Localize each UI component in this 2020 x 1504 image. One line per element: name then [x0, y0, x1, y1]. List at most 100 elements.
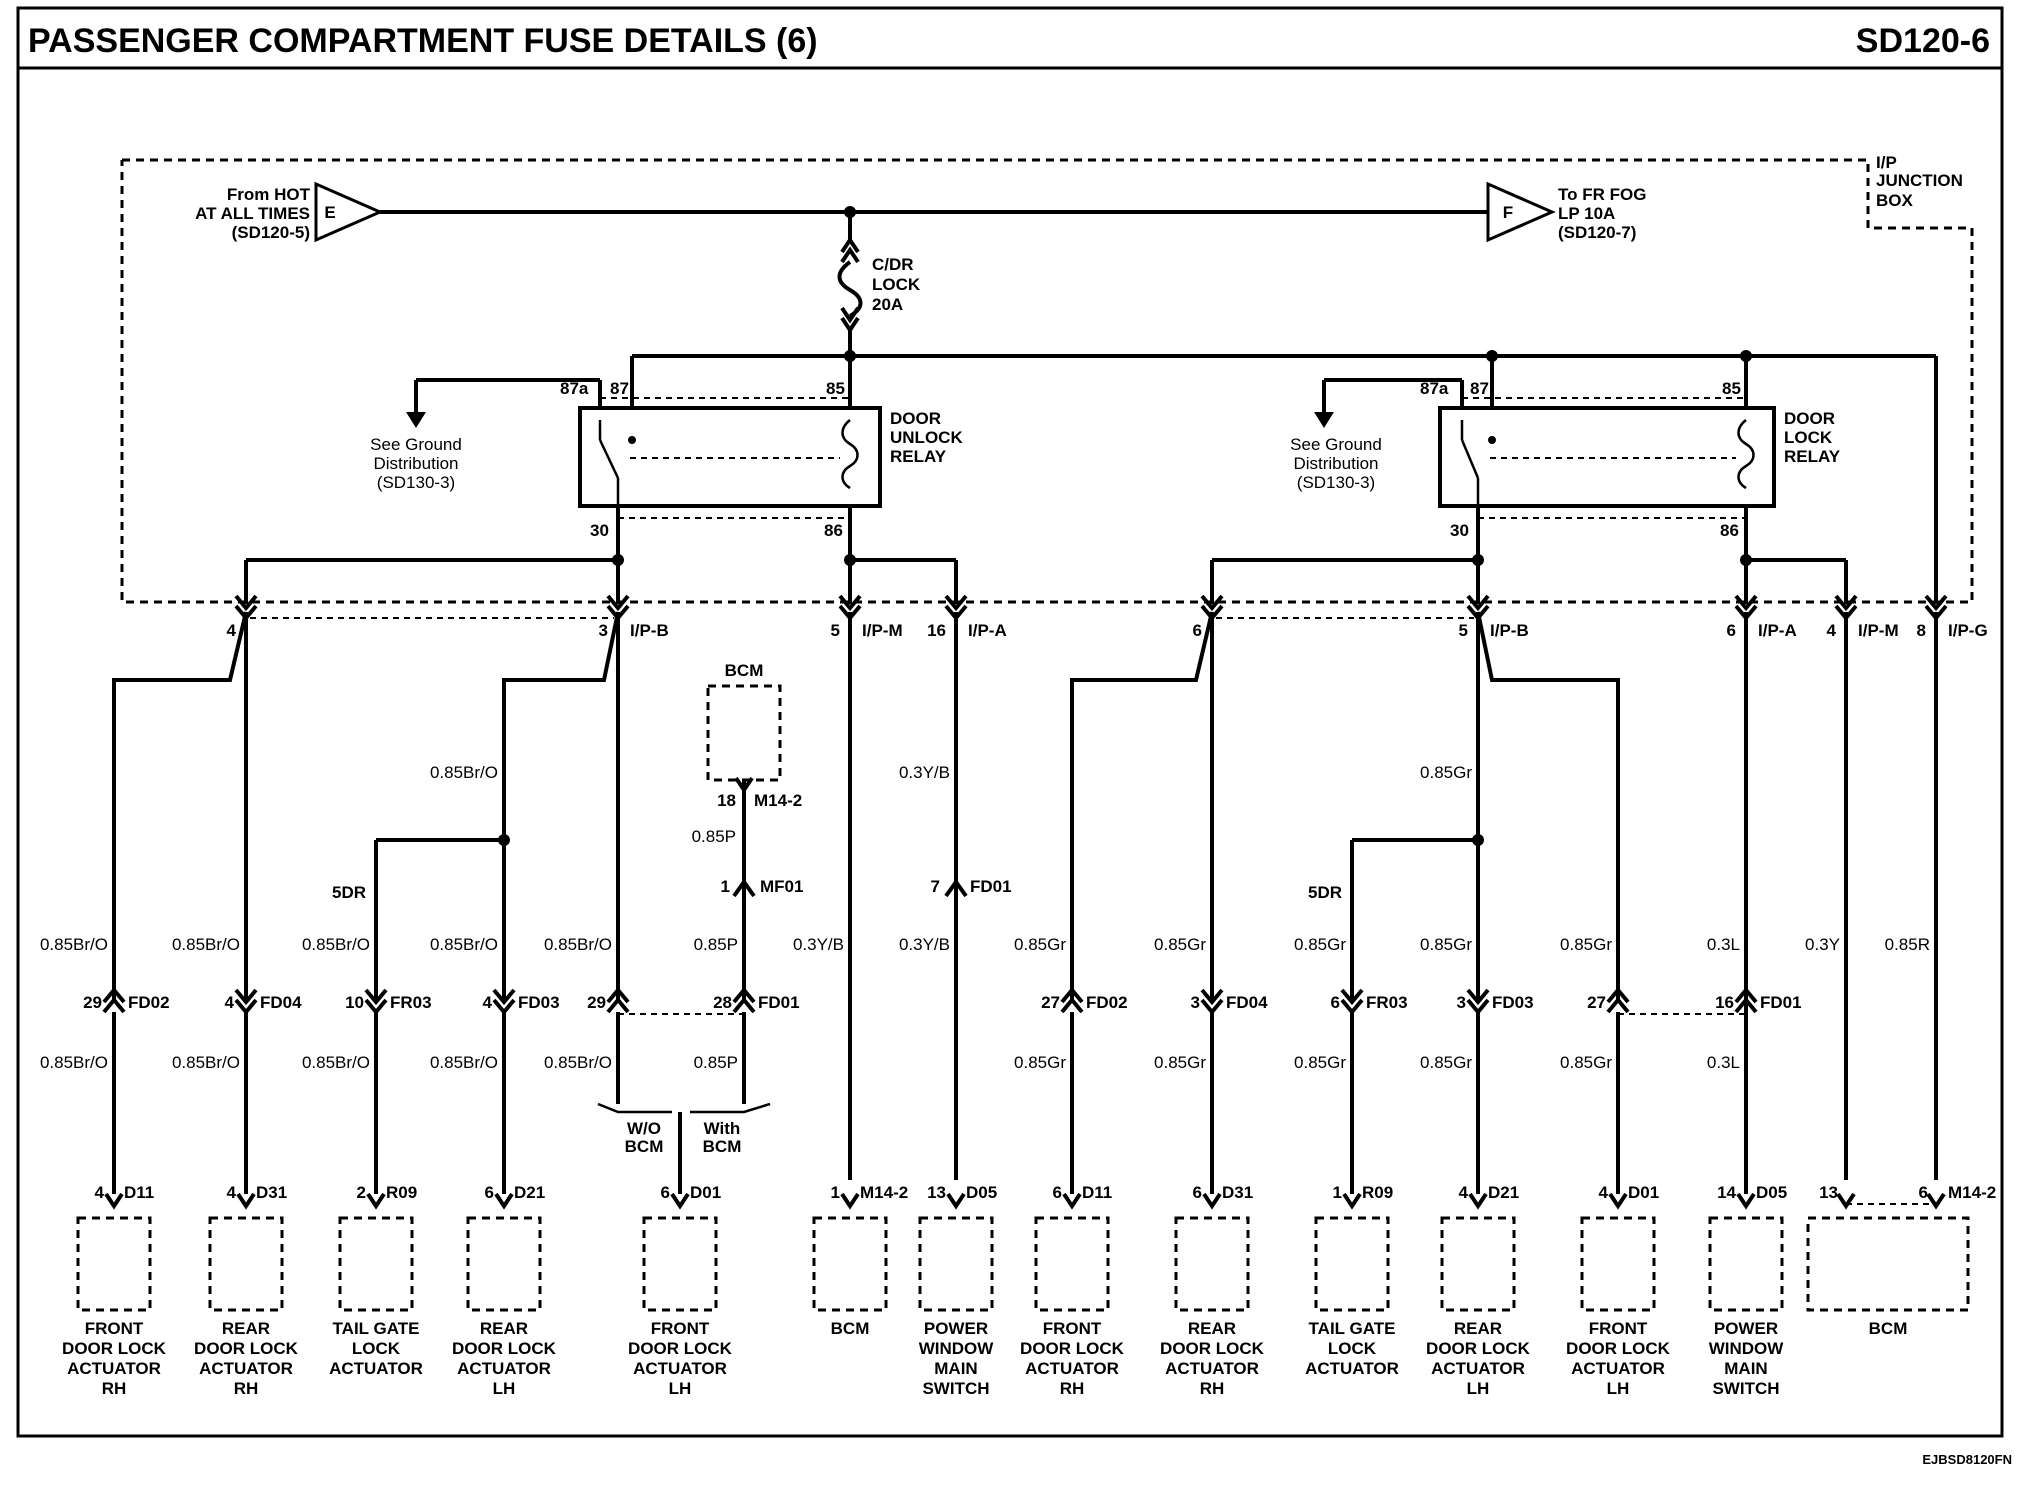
svg-text:RH: RH — [234, 1379, 259, 1398]
wire-label: 0.85P — [694, 1053, 738, 1072]
bcm-option-branch: W/O BCM With BCM — [597, 1102, 771, 1194]
svg-text:FRONT: FRONT — [1589, 1319, 1648, 1338]
svg-text:85: 85 — [826, 379, 845, 398]
svg-text:I/P-M: I/P-M — [862, 621, 903, 640]
svg-text:DOOR LOCK: DOOR LOCK — [1020, 1339, 1125, 1358]
svg-text:LH: LH — [1467, 1379, 1490, 1398]
svg-text:FRONT: FRONT — [651, 1319, 710, 1338]
svg-text:ACTUATOR: ACTUATOR — [1305, 1359, 1399, 1378]
svg-text:DOOR: DOOR — [1784, 409, 1835, 428]
svg-text:REAR: REAR — [480, 1319, 528, 1338]
svg-text:Distribution: Distribution — [373, 454, 458, 473]
svg-text:TAIL GATE: TAIL GATE — [333, 1319, 420, 1338]
junction-box-outline — [120, 158, 1974, 604]
svg-text:FR03: FR03 — [390, 993, 432, 1012]
svg-text:3: 3 — [1457, 993, 1466, 1012]
page-title: PASSENGER COMPARTMENT FUSE DETAILS (6) — [28, 22, 818, 60]
svg-text:4: 4 — [1827, 621, 1837, 640]
lock-output-bus — [1210, 554, 1848, 604]
svg-text:R09: R09 — [386, 1183, 417, 1202]
footer-code: EJBSD8120FN — [1922, 1452, 2012, 1467]
svg-text:0.3Y/B: 0.3Y/B — [899, 763, 950, 782]
svg-text:10: 10 — [345, 993, 364, 1012]
svg-text:WINDOW: WINDOW — [1709, 1339, 1785, 1358]
svg-text:FD01: FD01 — [970, 877, 1012, 896]
svg-text:29: 29 — [587, 993, 606, 1012]
svg-text:M14-2: M14-2 — [1948, 1183, 1996, 1202]
svg-text:(SD130-3): (SD130-3) — [377, 473, 455, 492]
svg-text:1: 1 — [831, 1183, 840, 1202]
svg-text:0.85Gr: 0.85Gr — [1420, 763, 1472, 782]
svg-text:MAIN: MAIN — [1724, 1359, 1767, 1378]
svg-text:SWITCH: SWITCH — [1712, 1379, 1779, 1398]
svg-text:27: 27 — [1587, 993, 1606, 1012]
svg-text:LOCK: LOCK — [1784, 428, 1833, 447]
svg-text:FR03: FR03 — [1366, 993, 1408, 1012]
inline-connector: 10 FR03 — [345, 988, 432, 1016]
svg-text:I/P: I/P — [1876, 153, 1897, 172]
svg-text:FD03: FD03 — [518, 993, 560, 1012]
svg-text:4: 4 — [1599, 1183, 1609, 1202]
wire-label: 0.3Y/B — [793, 935, 844, 954]
svg-text:0.85Br/O: 0.85Br/O — [430, 763, 498, 782]
svg-text:87a: 87a — [560, 379, 589, 398]
svg-text:FD01: FD01 — [1760, 993, 1802, 1012]
svg-text:FD02: FD02 — [1086, 993, 1128, 1012]
svg-text:(SD120-7): (SD120-7) — [1558, 223, 1636, 242]
svg-text:FRONT: FRONT — [1043, 1319, 1102, 1338]
wire-label: 0.85P — [694, 935, 738, 954]
svg-text:REAR: REAR — [1188, 1319, 1236, 1338]
svg-text:6: 6 — [1193, 1183, 1202, 1202]
svg-text:C/DR: C/DR — [872, 255, 914, 274]
wire-label: 0.3Y — [1805, 935, 1840, 954]
svg-text:ACTUATOR: ACTUATOR — [199, 1359, 293, 1378]
svg-text:30: 30 — [590, 521, 609, 540]
svg-text:TAIL GATE: TAIL GATE — [1309, 1319, 1396, 1338]
svg-text:4: 4 — [483, 993, 493, 1012]
svg-text:F: F — [1503, 203, 1513, 222]
svg-text:86: 86 — [824, 521, 843, 540]
svg-text:BCM: BCM — [625, 1137, 664, 1156]
svg-text:2: 2 — [357, 1183, 366, 1202]
svg-text:LOCK: LOCK — [872, 275, 921, 294]
unlock-output-bus — [244, 554, 958, 604]
svg-text:6: 6 — [485, 1183, 494, 1202]
svg-text:5: 5 — [1459, 621, 1468, 640]
svg-text:13: 13 — [927, 1183, 946, 1202]
svg-text:1: 1 — [1333, 1183, 1342, 1202]
svg-text:REAR: REAR — [222, 1319, 270, 1338]
svg-text:R09: R09 — [1362, 1183, 1393, 1202]
svg-text:4: 4 — [225, 993, 235, 1012]
unlock-relay-name: DOOR UNLOCK RELAY — [890, 409, 963, 466]
svg-text:ACTUATOR: ACTUATOR — [457, 1359, 551, 1378]
svg-text:FD04: FD04 — [1226, 993, 1268, 1012]
wire-labels-upper: 0.85Br/O 5DR 0.85Gr 5DR 0.3Y/B 7 FD01 — [332, 763, 1472, 902]
svg-text:DOOR: DOOR — [890, 409, 941, 428]
wire-label: 0.85Br/O — [40, 1053, 108, 1072]
svg-text:I/P-M: I/P-M — [1858, 621, 1899, 640]
svg-text:87: 87 — [610, 379, 629, 398]
hot-source-triangle: E — [314, 181, 384, 243]
svg-text:RELAY: RELAY — [890, 447, 947, 466]
svg-text:M14-2: M14-2 — [754, 791, 802, 810]
svg-text:To FR FOG: To FR FOG — [1558, 185, 1646, 204]
svg-text:D11: D11 — [1082, 1183, 1112, 1202]
svg-text:ACTUATOR: ACTUATOR — [329, 1359, 423, 1378]
lock-relay-pins: 87a 87 85 30 86 — [1420, 379, 1741, 540]
svg-text:See Ground: See Ground — [1290, 435, 1382, 454]
svg-text:From HOT: From HOT — [227, 185, 311, 204]
svg-text:RH: RH — [1200, 1379, 1225, 1398]
svg-text:E: E — [324, 203, 335, 222]
